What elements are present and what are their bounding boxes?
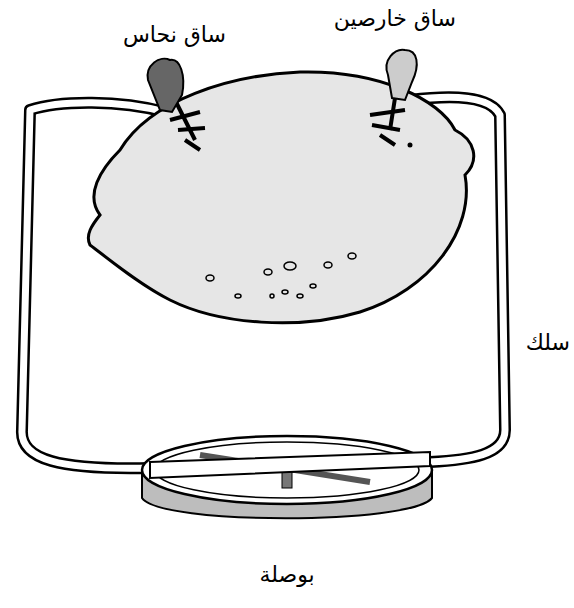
- part-label: بوصلة: [259, 562, 314, 588]
- part-label: ساق خارصين: [334, 6, 456, 32]
- part-label: ساق نحاس: [123, 22, 226, 48]
- part-label: سلك: [526, 330, 570, 356]
